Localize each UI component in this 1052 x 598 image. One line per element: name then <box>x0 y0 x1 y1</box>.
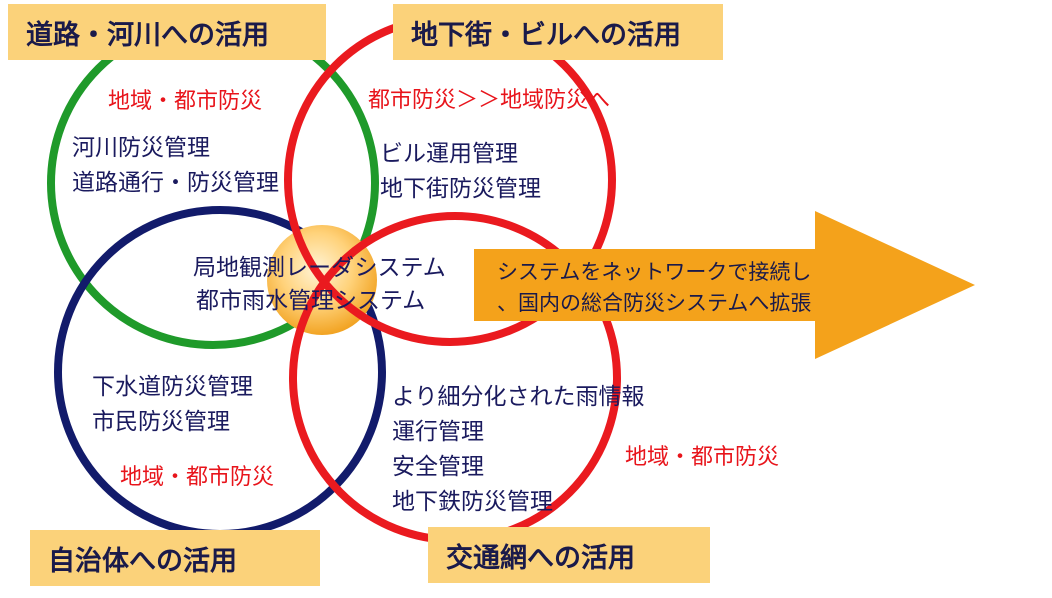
header-transport: 交通網への活用 <box>428 527 710 583</box>
navy-circle-line-2: 市民防災管理 <box>92 409 230 435</box>
red-bottom-line-2: 運行管理 <box>392 419 484 445</box>
center-line-1: 局地観測レーダシステム <box>193 255 446 281</box>
red-bottom-line-3: 安全管理 <box>392 454 484 480</box>
arrow-line-1: システムをネットワークで接続し <box>497 260 812 284</box>
header-underground-building: 地下街・ビルへの活用 <box>393 4 723 60</box>
arrow-line-2: 、国内の総合防災システムへ拡張 <box>497 291 812 315</box>
green-circle-tag: 地域・都市防災 <box>108 89 263 114</box>
navy-circle-line-1: 下水道防災管理 <box>92 374 253 400</box>
green-circle-line-1: 河川防災管理 <box>72 135 210 161</box>
red-bottom-line-4: 地下鉄防災管理 <box>392 489 553 515</box>
red-top-line-2: 地下街防災管理 <box>380 176 541 202</box>
center-line-2: 都市雨水管理システム <box>196 288 426 314</box>
red-bottom-tag: 地域・都市防災 <box>625 445 780 470</box>
red-top-tag: 都市防災＞＞地域防災へ <box>368 88 611 113</box>
header-municipality: 自治体への活用 <box>30 530 320 586</box>
header-road-river: 道路・河川への活用 <box>8 4 326 60</box>
red-bottom-line-1: より細分化された雨情報 <box>392 384 645 410</box>
red-top-line-1: ビル運用管理 <box>380 141 518 167</box>
green-circle-line-2: 道路通行・防災管理 <box>72 170 279 196</box>
right-arrow <box>474 211 975 359</box>
navy-circle-tag: 地域・都市防災 <box>120 465 275 490</box>
